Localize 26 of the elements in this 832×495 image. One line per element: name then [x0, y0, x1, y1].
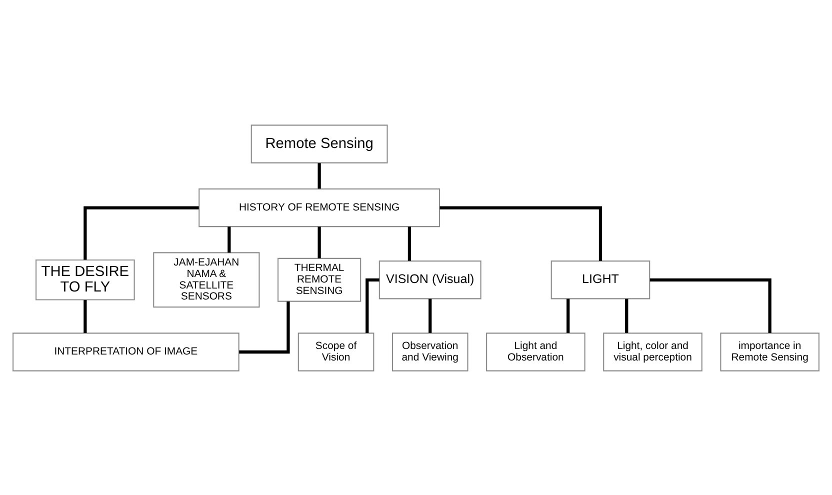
node-box: Observation and Viewing [392, 332, 468, 371]
node-box: THERMAL REMOTE SENSING [278, 257, 362, 302]
connector [625, 298, 628, 332]
node-box: VISION (Visual) [378, 260, 482, 299]
node-box: importance in Remote Sensing [720, 332, 820, 371]
connector [318, 162, 321, 188]
connector [318, 226, 321, 258]
connector [239, 301, 290, 354]
node-box: Scope of Vision [298, 332, 374, 371]
node-box: Light and Observation [486, 332, 586, 371]
node-box: THE DESIRE TO FLY [36, 259, 135, 300]
node-box: INTERPRETATION OF IMAGE [12, 332, 240, 371]
node-box: LIGHT [550, 260, 650, 299]
connector [650, 278, 772, 333]
connector [440, 206, 602, 260]
connector [228, 226, 231, 252]
node-box: HISTORY OF REMOTE SENSING [198, 188, 440, 227]
connector [84, 206, 199, 260]
connector [366, 278, 380, 333]
node-box: JAM-EJAHAN NAMA & SATELLITE SENSORS [153, 252, 260, 308]
connector [566, 298, 570, 332]
node-box: Light, color and visual perception [603, 332, 702, 371]
connector [84, 299, 87, 332]
connector [408, 226, 412, 260]
node-box: Remote Sensing [250, 124, 388, 163]
connector [428, 298, 432, 332]
